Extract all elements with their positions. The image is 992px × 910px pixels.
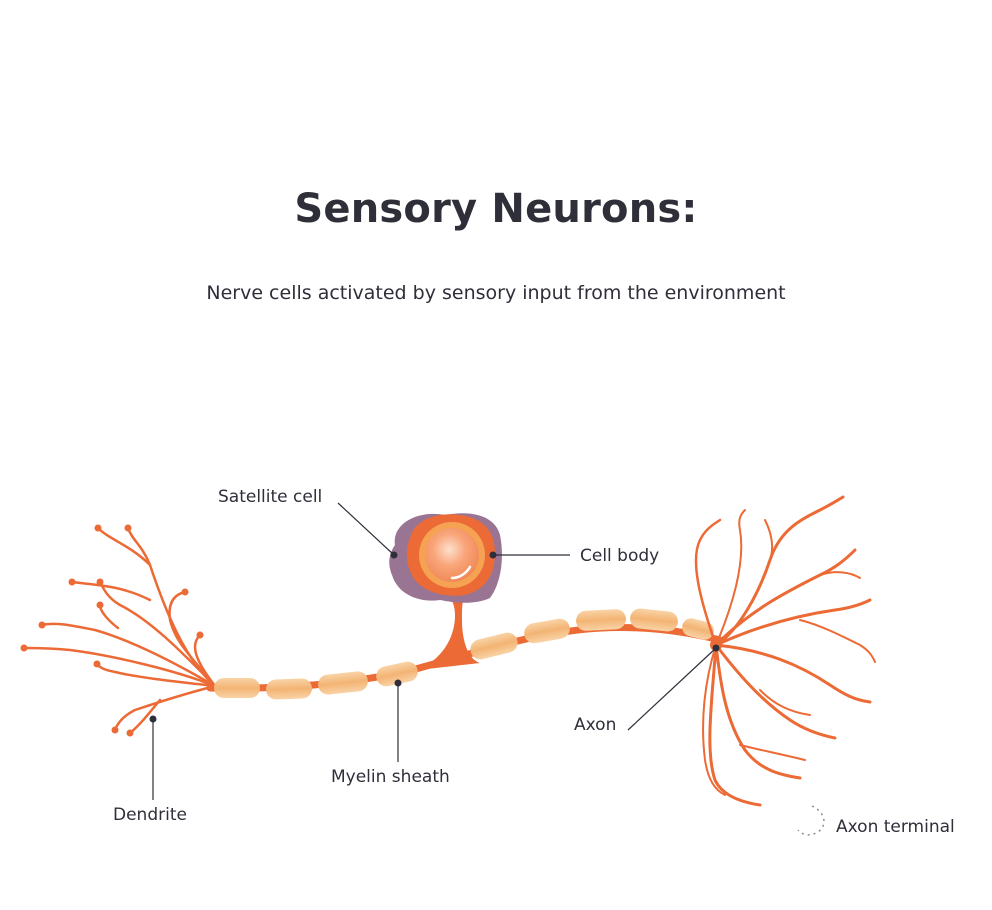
diagram-subtitle: Nerve cells activated by sensory input f…	[206, 282, 786, 304]
nucleus	[425, 528, 479, 582]
label-axon: Axon	[574, 715, 616, 735]
axon-terminal-bulb	[797, 805, 825, 836]
label-dendrite: Dendrite	[113, 805, 187, 825]
myelin-segments	[214, 608, 714, 700]
label-myelin-sheath: Myelin sheath	[331, 767, 450, 787]
dendrites	[22, 526, 217, 735]
diagram-title: Sensory Neurons:	[294, 186, 698, 232]
leader-lines	[152, 502, 717, 800]
dendrite-tips	[20, 524, 204, 737]
axon-terminal-branches	[694, 495, 876, 807]
label-cell-body: Cell body	[580, 546, 659, 566]
label-axon-terminal: Axon terminal	[836, 817, 955, 837]
label-satellite-cell: Satellite cell	[218, 487, 322, 507]
leader-dots	[149, 551, 720, 723]
nucleus-highlight	[450, 565, 472, 580]
cell-body-stalk	[418, 585, 480, 670]
